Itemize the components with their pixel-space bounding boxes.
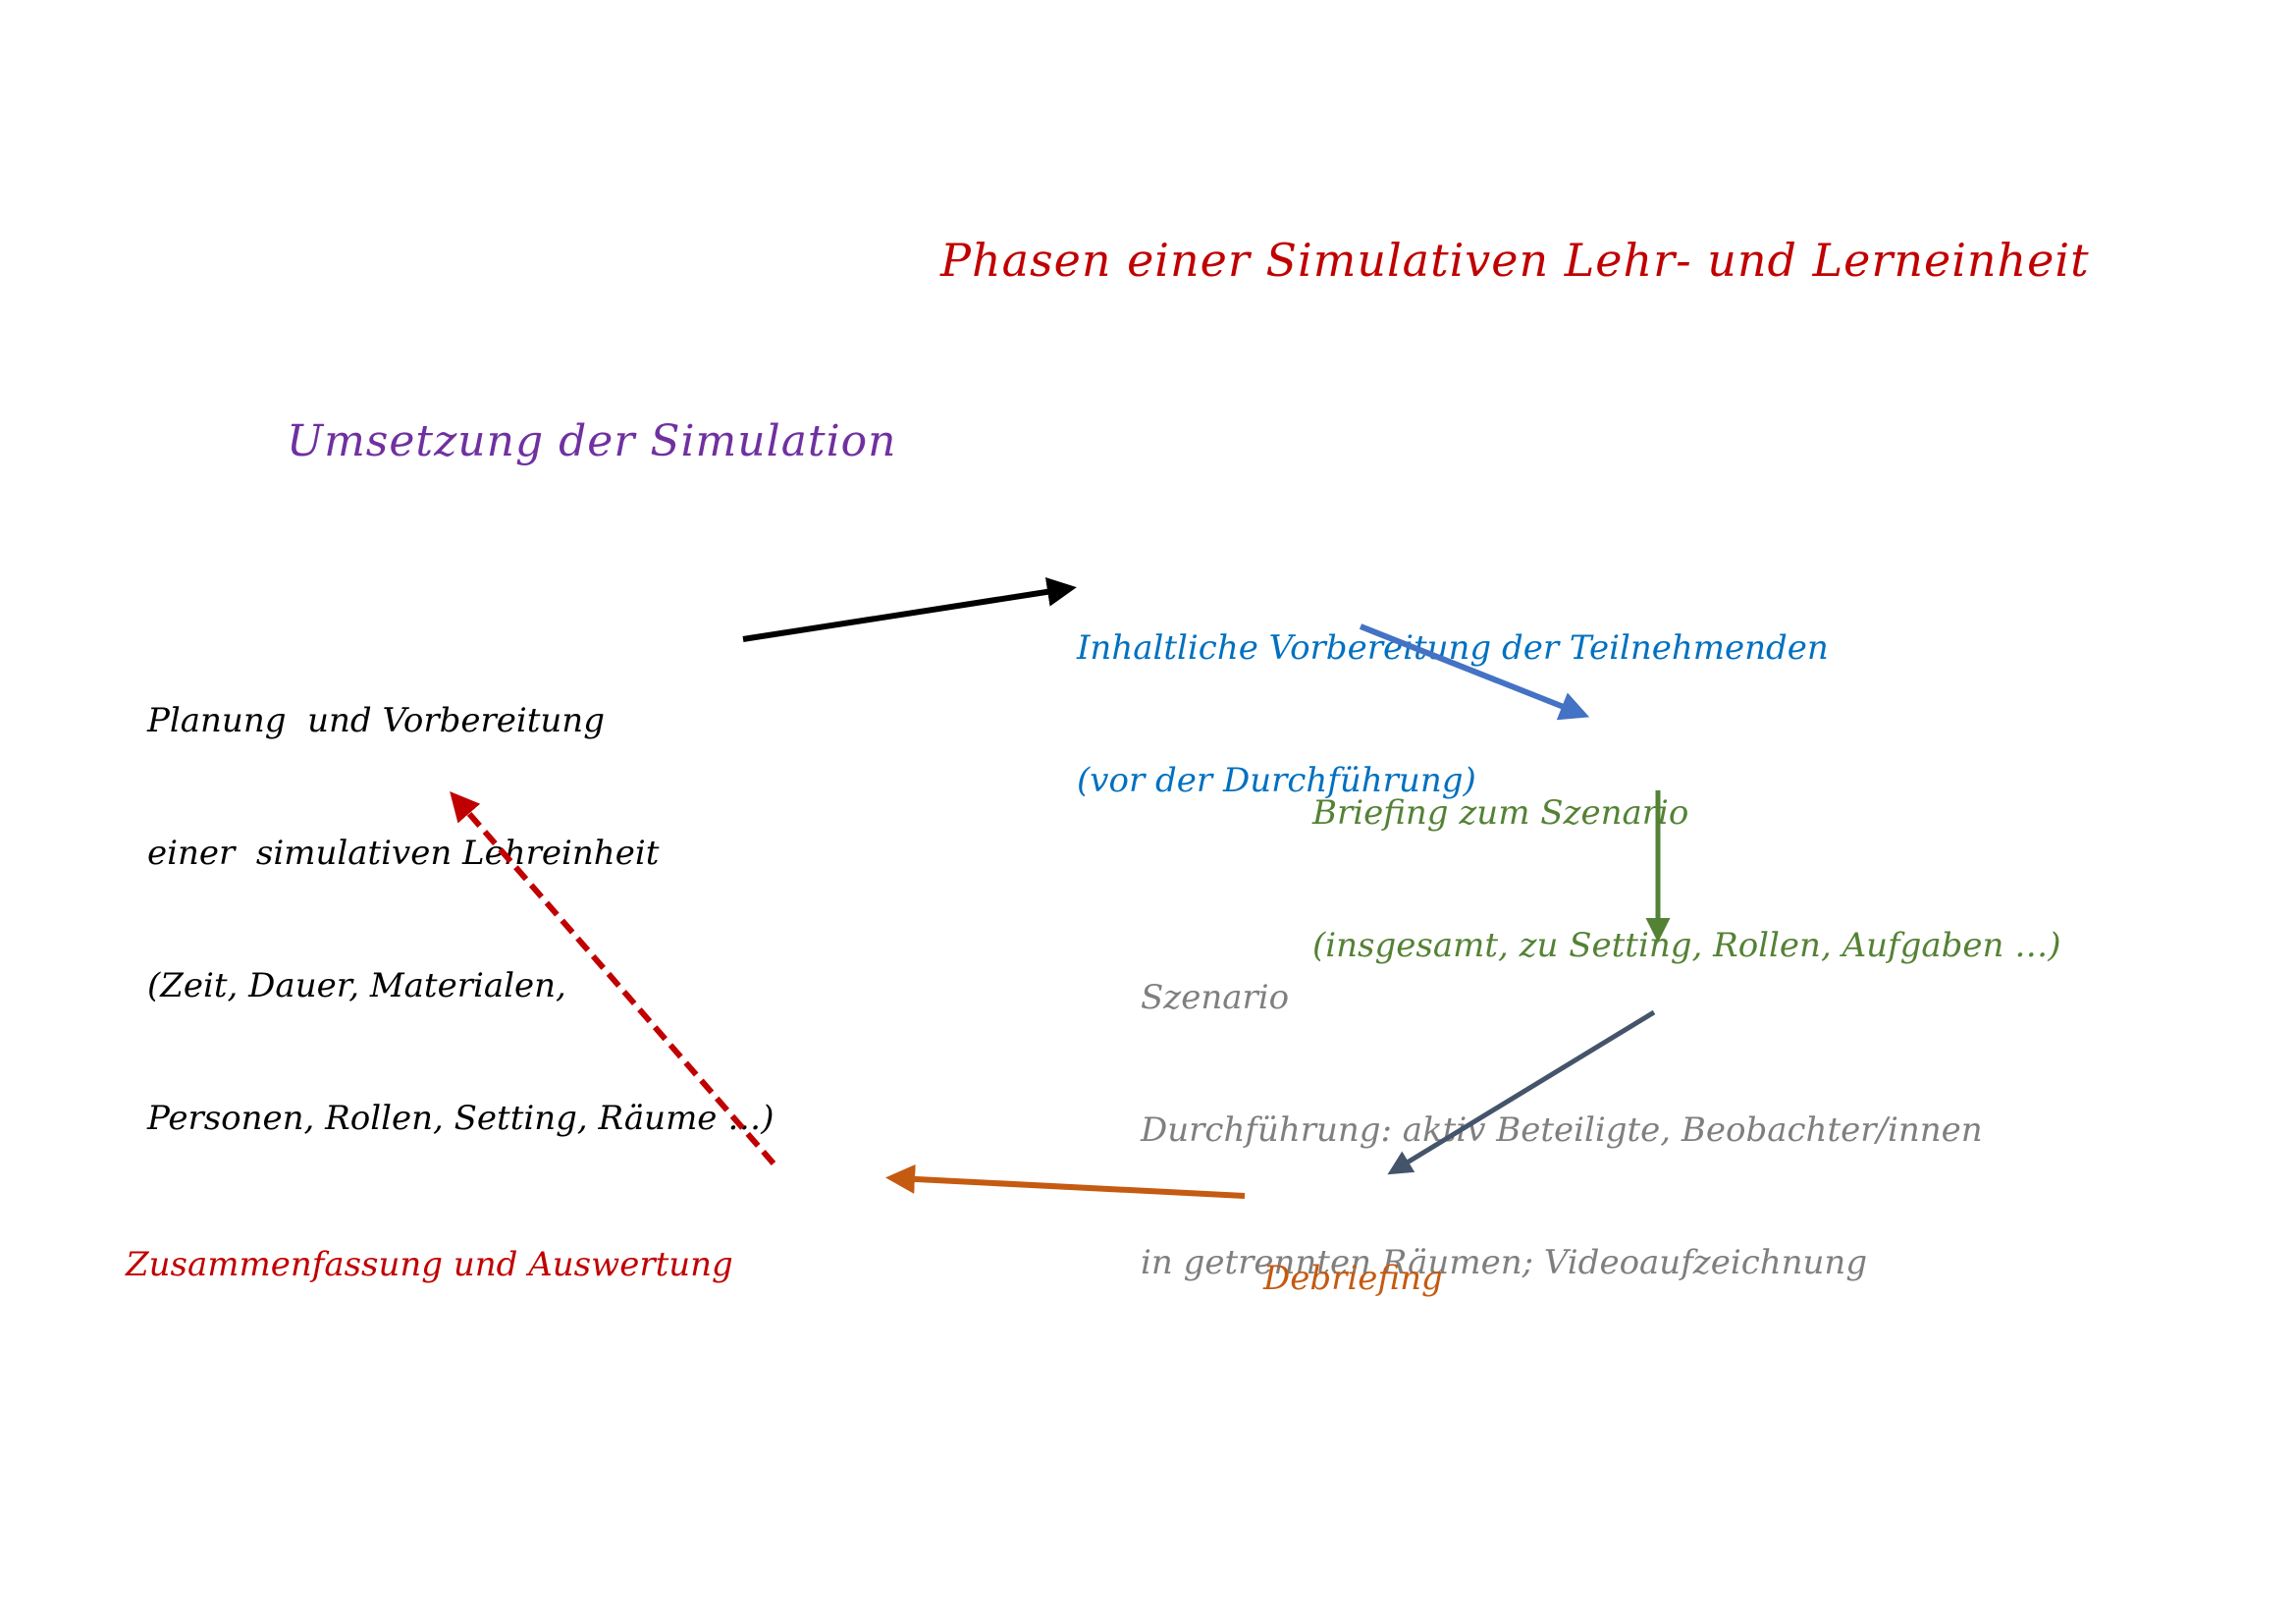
node-planning-line: einer simulativen Lehreinheit: [147, 834, 660, 873]
node-scenario-line: Szenario: [1141, 978, 1290, 1017]
node-summary: Zusammenfassung und Auswertung: [126, 1155, 733, 1331]
node-scenario-line: in getrennten Räumen; Videoaufzeichnung: [1141, 1243, 1868, 1282]
node-debriefing-line: Debriefing: [1263, 1259, 1443, 1298]
node-scenario-line: Durchführung: aktiv Beteiligte, Beobacht…: [1141, 1110, 1983, 1150]
node-summary-line: Zusammenfassung und Auswertung: [126, 1245, 733, 1284]
arrow-scenario-to-debriefing: [1387, 1009, 1656, 1175]
node-planning-line: Personen, Rollen, Setting, Räume …): [147, 1099, 774, 1138]
diagram-subtitle: Umsetzung der Simulation: [287, 416, 897, 466]
node-planning-line: Planung und Vorbereitung: [147, 701, 605, 740]
node-briefing: Briefing zum Szenario (insgesamt, zu Set…: [1312, 703, 2061, 1012]
node-briefing-line: Briefing zum Szenario: [1312, 793, 1689, 833]
arrow-debriefing-to-summary: [885, 1163, 1246, 1199]
arrow-planning-to-preparation: [742, 576, 1077, 642]
diagram-title: Phasen einer Simulativen Lehr- und Lerne…: [940, 234, 2090, 287]
arrow-summary-to-planning: [450, 790, 776, 1165]
node-preparation: Inhaltliche Vorbereitung der Teilnehmend…: [1077, 538, 1829, 847]
arrow-preparation-to-briefing: [1359, 623, 1590, 721]
node-preparation-line: (vor der Durchführung): [1077, 761, 1476, 800]
node-briefing-line: (insgesamt, zu Setting, Rollen, Aufgaben…: [1312, 926, 2061, 965]
node-scenario: Szenario Durchführung: aktiv Beteiligte,…: [1141, 888, 1983, 1329]
node-planning-line: (Zeit, Dauer, Materialen,: [147, 966, 566, 1005]
node-debriefing: Debriefing: [1263, 1168, 1443, 1345]
node-planning: Planung und Vorbereitung einer simulativ…: [147, 611, 774, 1185]
